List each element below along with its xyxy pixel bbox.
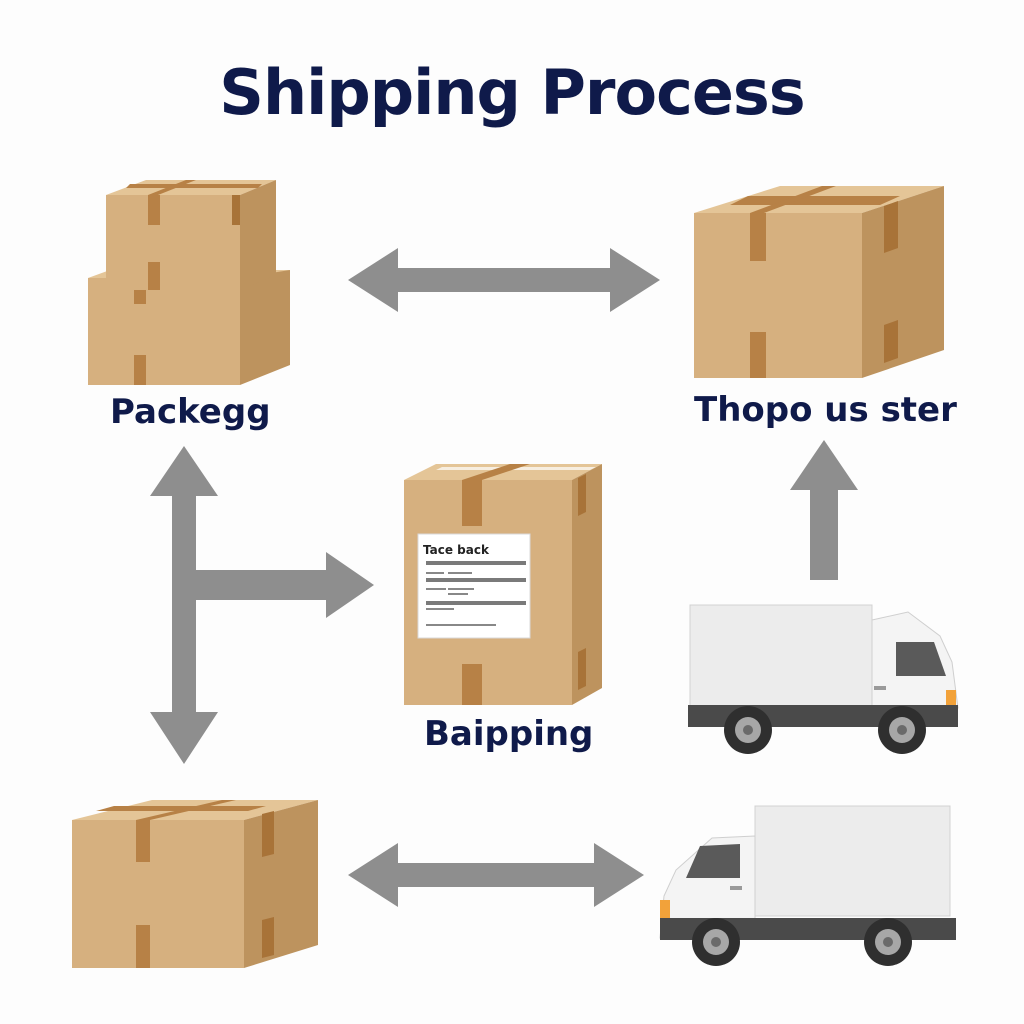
branch-arrow-right xyxy=(196,552,374,618)
node-label-shipping: Baipping xyxy=(424,714,594,754)
large-box-icon xyxy=(694,186,944,378)
bottom-double-arrow xyxy=(348,843,644,907)
node-label-transfer: Thopo us ster xyxy=(694,390,957,430)
node-label-packaging: Packegg xyxy=(110,392,271,432)
left-vertical-double-arrow xyxy=(150,446,218,764)
labeled-package-icon xyxy=(404,464,602,705)
stacked-boxes-icon xyxy=(88,180,290,385)
page-title: Shipping Process xyxy=(219,56,805,129)
box-icon xyxy=(72,800,318,968)
top-double-arrow xyxy=(348,248,660,312)
delivery-truck-icon xyxy=(688,604,959,754)
delivery-truck-icon-2 xyxy=(659,805,956,966)
shipping-label-title: Tace back xyxy=(423,543,490,557)
up-arrow xyxy=(790,440,858,580)
